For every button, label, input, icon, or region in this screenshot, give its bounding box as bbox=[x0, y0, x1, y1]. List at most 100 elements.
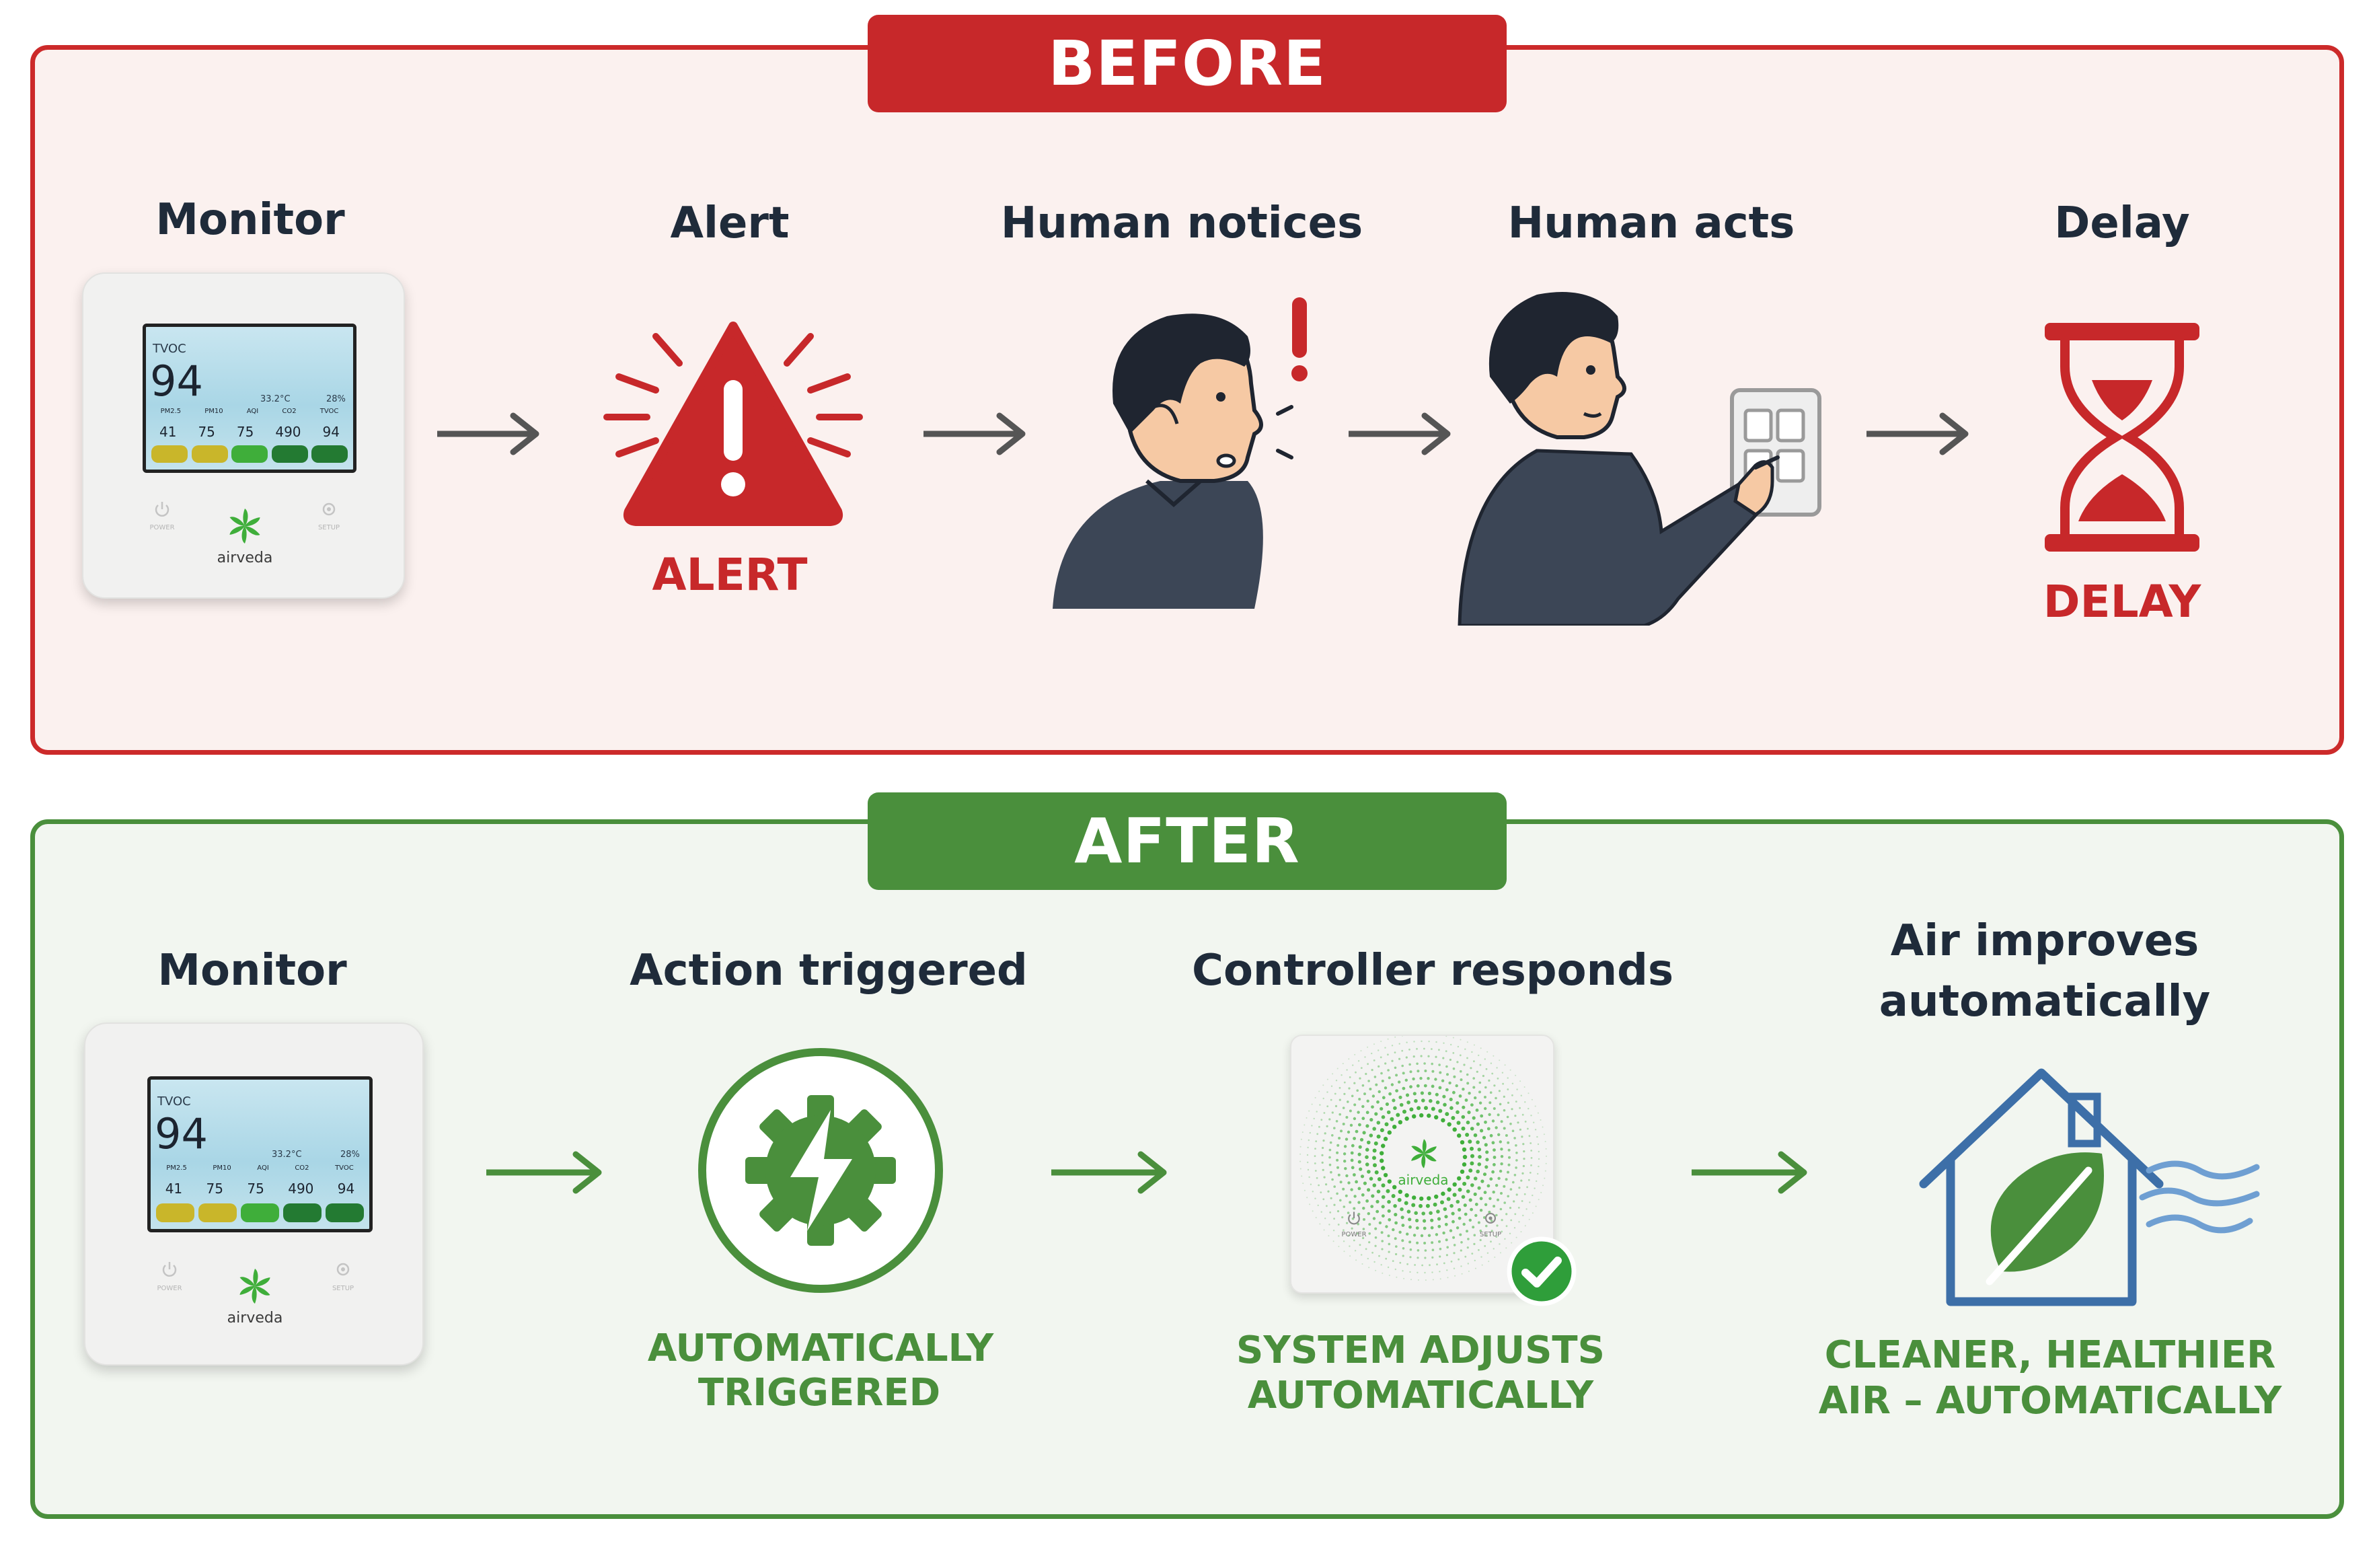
controller-dot bbox=[1408, 1048, 1410, 1051]
controller-dot bbox=[1434, 1194, 1439, 1199]
controller-dot bbox=[1485, 1150, 1489, 1154]
controller-dot bbox=[1353, 1173, 1356, 1177]
arrow-right-icon bbox=[923, 412, 1026, 455]
controller-dot bbox=[1328, 1224, 1330, 1226]
controller-dot bbox=[1334, 1092, 1336, 1095]
controller-dot bbox=[1505, 1213, 1508, 1216]
controller-dot bbox=[1376, 1189, 1381, 1194]
controller-dot bbox=[1398, 1120, 1402, 1125]
controller-dot bbox=[1309, 1131, 1311, 1134]
arrow-right-icon bbox=[1866, 412, 1969, 455]
controller-dot bbox=[1458, 1187, 1462, 1192]
controller-dot bbox=[1470, 1161, 1474, 1166]
controller-dot bbox=[1488, 1261, 1490, 1263]
controller-dot bbox=[1376, 1121, 1381, 1125]
controller-dot bbox=[1461, 1273, 1463, 1275]
before-step-monitor-title: Monitor bbox=[155, 195, 345, 245]
air-caption-line2: AIR – AUTOMATICALLY bbox=[1818, 1379, 2282, 1423]
controller-dot bbox=[1412, 1195, 1417, 1200]
controller-dot bbox=[1329, 1211, 1332, 1214]
controller-dot bbox=[1384, 1122, 1389, 1127]
controller-dot bbox=[1495, 1096, 1497, 1100]
controller-dot bbox=[1509, 1232, 1511, 1234]
controller-dot bbox=[1398, 1095, 1402, 1099]
controller-dot bbox=[1380, 1158, 1384, 1163]
metric-bars bbox=[151, 445, 348, 463]
controller-dot bbox=[1350, 1151, 1354, 1155]
controller-dot bbox=[1353, 1207, 1356, 1210]
controller-dot bbox=[1489, 1091, 1493, 1094]
controller-dot bbox=[1446, 1269, 1448, 1271]
monitor-device: TVOC 94 33.2°C 28% PM2.5 PM10 AQI CO2 TV… bbox=[84, 1022, 424, 1366]
controller-dot bbox=[1470, 1067, 1472, 1070]
controller-dot bbox=[1336, 1151, 1339, 1154]
controller-dot bbox=[1515, 1100, 1517, 1103]
controller-dot bbox=[1503, 1185, 1506, 1188]
metric-value: 75 bbox=[206, 1181, 223, 1197]
controller-dot bbox=[1365, 1162, 1369, 1166]
controller-dot bbox=[1417, 1106, 1421, 1111]
controller-dot bbox=[1375, 1083, 1378, 1086]
controller-dot bbox=[1434, 1078, 1437, 1081]
controller-dot bbox=[1367, 1080, 1370, 1082]
controller-dot bbox=[1486, 1127, 1491, 1131]
controller-dot bbox=[1371, 1069, 1373, 1072]
controller-dot bbox=[1507, 1077, 1509, 1079]
controller-dot bbox=[1500, 1148, 1503, 1151]
arrow-right-icon bbox=[486, 1151, 602, 1194]
controller-dot bbox=[1499, 1169, 1503, 1173]
controller-dot bbox=[1335, 1120, 1338, 1123]
controller-dot bbox=[1511, 1082, 1514, 1084]
controller-dot bbox=[1439, 1278, 1441, 1280]
controller-dot bbox=[1479, 1238, 1482, 1242]
controller-dot bbox=[1363, 1218, 1365, 1221]
controller-dot bbox=[1462, 1088, 1465, 1091]
controller-dot bbox=[1497, 1198, 1499, 1201]
controller-dot bbox=[1387, 1266, 1390, 1269]
controller-dot bbox=[1398, 1189, 1402, 1194]
controller-dot-pattern bbox=[1299, 1036, 1547, 1281]
controller-dot bbox=[1330, 1197, 1332, 1199]
controller-dot bbox=[1311, 1103, 1313, 1105]
controller-dot bbox=[1470, 1127, 1474, 1131]
controller-dot bbox=[1538, 1165, 1540, 1168]
controller-dot bbox=[1368, 1223, 1371, 1226]
controller-dot bbox=[1477, 1186, 1481, 1190]
controller-dot bbox=[1302, 1183, 1304, 1185]
controller-dot bbox=[1419, 1196, 1424, 1201]
controller-dot bbox=[1479, 1063, 1482, 1066]
controller-dot bbox=[1322, 1146, 1324, 1150]
person-pressing-switch-icon bbox=[1458, 292, 1821, 626]
controller-dot bbox=[1392, 1228, 1395, 1232]
controller-dot bbox=[1409, 1271, 1411, 1273]
controller-dot bbox=[1390, 1083, 1394, 1086]
controller-dot bbox=[1507, 1170, 1509, 1174]
monitor-brand: airveda bbox=[227, 1310, 283, 1327]
controller-dot bbox=[1335, 1080, 1338, 1082]
controller-dot bbox=[1479, 1209, 1483, 1212]
controller-dot bbox=[1336, 1144, 1340, 1147]
controller-dot bbox=[1495, 1214, 1498, 1217]
controller-dot bbox=[1365, 1072, 1367, 1076]
controller-dot bbox=[1397, 1197, 1402, 1202]
controller-dot bbox=[1394, 1237, 1397, 1240]
controller-dot bbox=[1401, 1224, 1405, 1227]
controller-dot bbox=[1416, 1062, 1419, 1066]
controller-dot bbox=[1343, 1205, 1346, 1208]
metric-label: PM10 bbox=[213, 1164, 231, 1172]
monitor-device: TVOC 94 33.2°C 28% PM2.5 PM10 AQI CO2 TV… bbox=[82, 272, 405, 599]
controller-dot bbox=[1314, 1162, 1316, 1164]
airveda-fan-logo-icon bbox=[229, 509, 260, 544]
controller-dot bbox=[1434, 1115, 1439, 1120]
controller-dot bbox=[1375, 1199, 1380, 1203]
controller-dot bbox=[1452, 1236, 1456, 1239]
controller-dot bbox=[1423, 1047, 1425, 1050]
controller-dot bbox=[1435, 1092, 1439, 1096]
controller-dot bbox=[1457, 1133, 1462, 1138]
controller-dot bbox=[1488, 1113, 1491, 1117]
controller-dot bbox=[1466, 1041, 1468, 1043]
controller-dot bbox=[1347, 1181, 1351, 1185]
controller-dot bbox=[1427, 1113, 1431, 1118]
controller-dot bbox=[1424, 1271, 1426, 1274]
controller-dot bbox=[1507, 1088, 1509, 1090]
